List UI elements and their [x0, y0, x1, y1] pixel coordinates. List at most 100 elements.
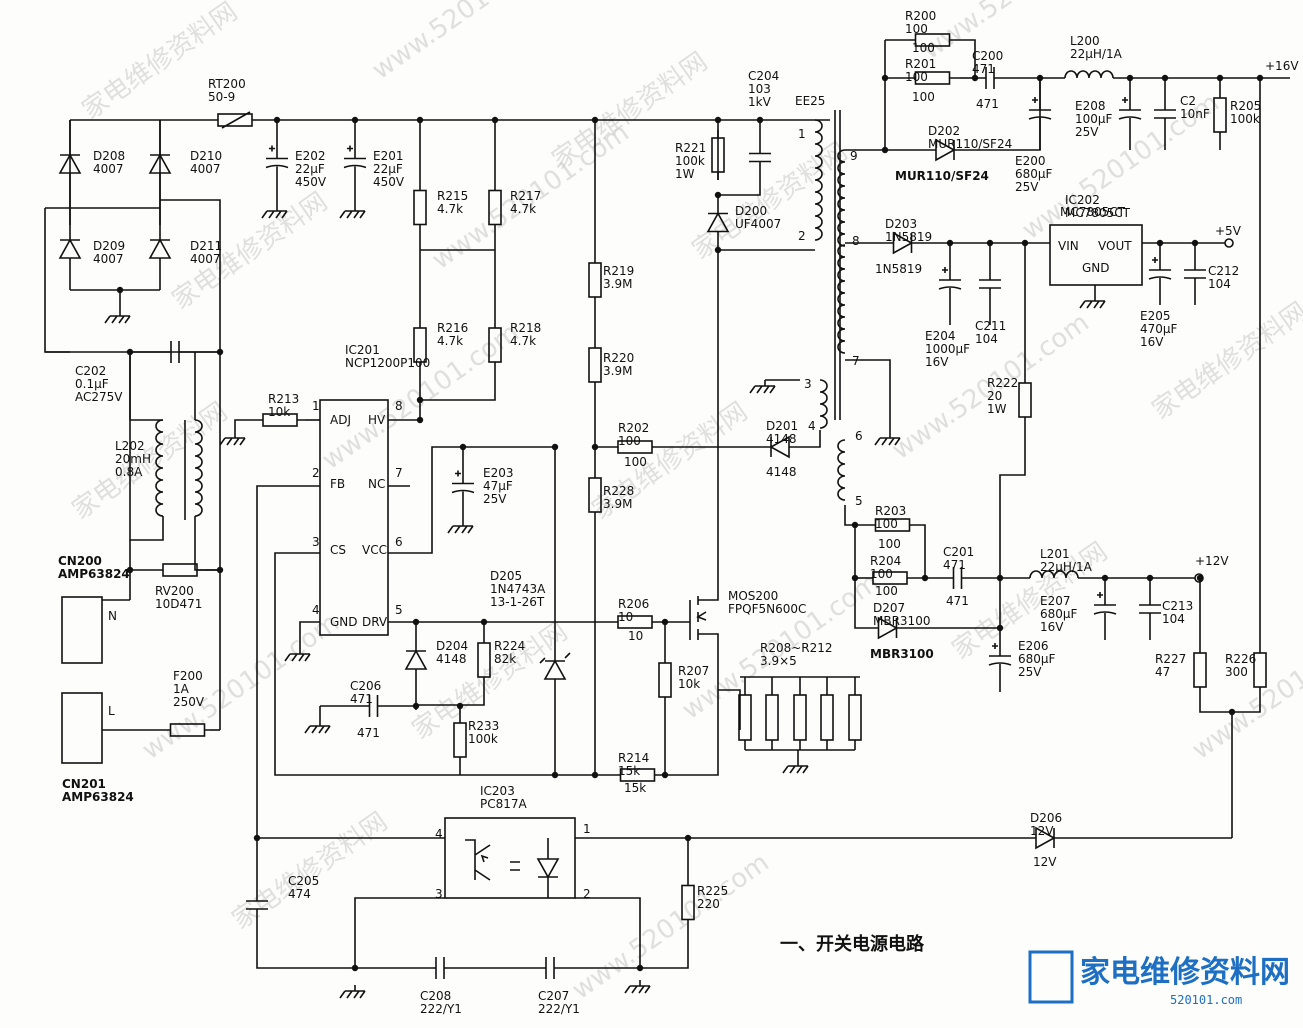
- label-r225: R225: [697, 884, 728, 898]
- junction-dot: [273, 116, 281, 124]
- label-e201: 22μF: [373, 162, 403, 176]
- junction-dot: [416, 396, 424, 404]
- label-e208: 100μF: [1075, 112, 1113, 126]
- label-cn201: AMP63824: [62, 790, 134, 804]
- label-d207-value: MBR3100: [870, 647, 934, 661]
- diode-d202: [935, 138, 956, 162]
- ecap-e202: [265, 145, 289, 169]
- diode-d207: [877, 616, 899, 640]
- junction-dot: [456, 702, 464, 710]
- ground-symbol: [284, 648, 311, 662]
- resistor-r221: [711, 137, 725, 173]
- label-cn200: CN200: [58, 554, 102, 568]
- label-c208: C208: [420, 989, 451, 1003]
- label-d211: D211: [190, 239, 222, 253]
- resistor-r213: [262, 413, 298, 427]
- diode-d203: [892, 231, 914, 255]
- pin-num: 6: [395, 535, 403, 549]
- resistor-r208-r212-4: [820, 694, 834, 741]
- pin-num: 1: [798, 127, 806, 141]
- label-ic203: IC203: [480, 784, 515, 798]
- label-d203-value: 1N5819: [875, 262, 922, 276]
- label-r204: R204: [870, 554, 901, 568]
- junction-dot: [1161, 74, 1169, 82]
- label-d201-value: 4148: [766, 465, 797, 479]
- junction-dot: [126, 566, 134, 574]
- pin-num: 1: [312, 399, 320, 413]
- label-r219: 3.9M: [603, 277, 632, 291]
- junction-dot: [591, 771, 599, 779]
- label-e207: 680μF: [1040, 607, 1078, 621]
- label-l202: 20mH: [115, 452, 151, 466]
- watermark-text: www.520101.com: [367, 0, 575, 86]
- pin-adj: ADJ: [330, 413, 351, 427]
- wire: [718, 175, 761, 196]
- pin-drv: DRV: [362, 615, 388, 629]
- label-r214: 15k: [618, 764, 640, 778]
- wire: [689, 250, 719, 690]
- label-d206: D206: [1030, 811, 1062, 825]
- label-c206: 471: [350, 692, 373, 706]
- label-ic201: NCP1200P100: [345, 356, 430, 370]
- pin-nc: NC: [368, 477, 385, 491]
- label-l201: L201: [1040, 547, 1070, 561]
- label-r222: 20: [987, 389, 1002, 403]
- label-ic202: IC202: [1065, 193, 1100, 207]
- label-d207: D207: [873, 601, 905, 615]
- label-d201: D201: [766, 419, 798, 433]
- resistor-r214: [619, 768, 656, 782]
- resistor-r208-r212-3: [793, 694, 807, 741]
- junction-dot: [480, 618, 488, 626]
- label-rt200: RT200: [208, 77, 246, 91]
- label-e202: 450V: [295, 175, 327, 189]
- label-r228: 3.9M: [603, 497, 632, 511]
- label-d206-value: 12V: [1033, 855, 1057, 869]
- diode-d200: [706, 211, 730, 233]
- pin-num: 4: [435, 827, 443, 841]
- label-e203: 25V: [483, 492, 507, 506]
- label-d205: 1N4743A: [490, 582, 546, 596]
- watermark-text: 家电维修资料网: [77, 0, 243, 126]
- diode-d211: [148, 238, 172, 259]
- wire: [419, 230, 496, 320]
- label-e205: E205: [1140, 309, 1171, 323]
- label-ic202: MC7805CT: [1065, 206, 1131, 220]
- logo-text: 家电维修资料网: [1080, 955, 1290, 990]
- label-r206: R206: [618, 597, 649, 611]
- watermark-text: www.520101.com: [567, 848, 775, 1006]
- label-r226: 300: [1225, 665, 1248, 679]
- wire: [854, 578, 875, 629]
- junction-dot: [661, 771, 669, 779]
- label-c207: 222/Y1: [538, 1002, 580, 1016]
- label-r225: 220: [697, 897, 720, 911]
- pin-num: 3: [312, 535, 320, 549]
- label-rv200: RV200: [155, 584, 194, 598]
- resistor-r201: [914, 71, 951, 85]
- label-r233: R233: [468, 719, 499, 733]
- wire: [575, 897, 641, 968]
- wire: [655, 690, 719, 776]
- wire: [845, 359, 891, 432]
- label-c211: C211: [975, 319, 1006, 333]
- capacitor-c211: [979, 279, 1001, 289]
- label-r221: 1W: [675, 167, 695, 181]
- label-r213: R213: [268, 392, 299, 406]
- label-ee25: EE25: [795, 94, 825, 108]
- label-d202: MUR110/SF24: [928, 137, 1012, 151]
- resistor-r222: [1018, 382, 1032, 418]
- ecap-e207: [1093, 592, 1117, 615]
- label-c2: 10nF: [1180, 107, 1210, 121]
- ground-symbol: [261, 205, 288, 219]
- label-r218: R218: [510, 321, 541, 335]
- label-r200: R200: [905, 9, 936, 23]
- label-d200: D200: [735, 204, 767, 218]
- label-e203: 47μF: [483, 479, 513, 493]
- diode-d210: [148, 153, 172, 174]
- capacitor-c213: [1139, 604, 1161, 614]
- capacitor-c212: [1184, 269, 1206, 279]
- connector-cn200: [61, 596, 103, 664]
- label-e206: E206: [1018, 639, 1049, 653]
- junction-dot: [756, 116, 764, 124]
- wire: [129, 352, 196, 420]
